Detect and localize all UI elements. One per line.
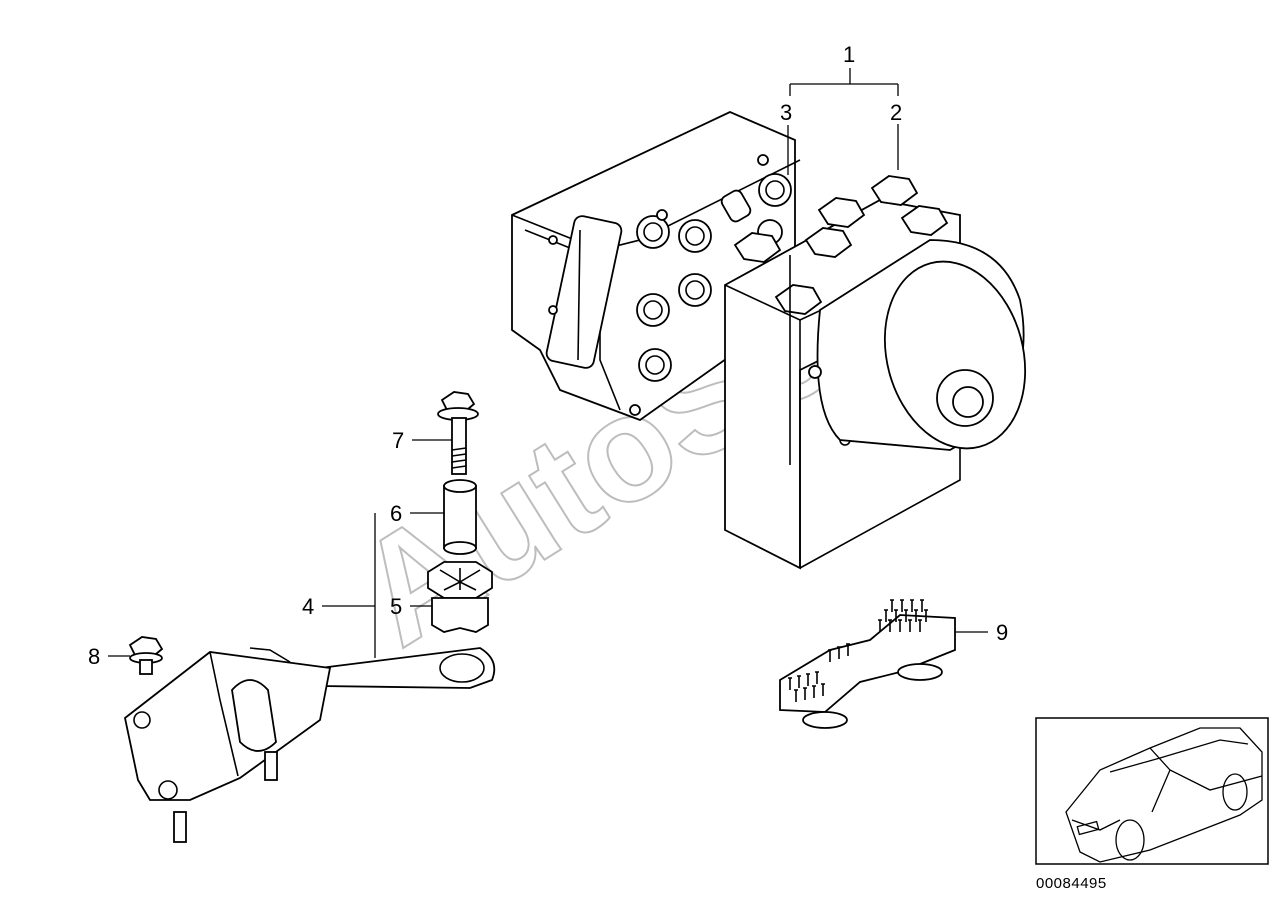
- abs-hydraulic-unit: [511, 111, 1027, 570]
- connector-pin: [797, 675, 801, 688]
- callout-6: 6: [390, 501, 402, 526]
- connector-pin: [908, 619, 912, 632]
- reference-number: 00084495: [1036, 875, 1107, 892]
- connector-pin: [884, 609, 888, 622]
- bracket: [124, 647, 496, 843]
- connector-pin: [821, 683, 825, 696]
- callout-3: 3: [780, 100, 792, 125]
- vehicle-locator-thumbnail: [1035, 717, 1269, 865]
- connector-pin: [894, 609, 898, 622]
- callout-4: 4: [302, 594, 314, 619]
- car-silhouette-icon: [1065, 727, 1263, 863]
- connector-pin: [904, 609, 908, 622]
- connector-pin: [794, 689, 798, 702]
- bolt: [437, 391, 479, 475]
- connector-pin: [924, 609, 928, 622]
- connector-pin: [914, 609, 918, 622]
- connector-pin: [812, 685, 816, 698]
- connector-pins: [788, 599, 928, 702]
- connector-pin: [898, 619, 902, 632]
- connector-pin: [878, 619, 882, 632]
- callout-8: 8: [88, 644, 100, 669]
- hex-plug-group: [733, 175, 949, 315]
- callout-2: 2: [890, 100, 902, 125]
- connector-pin: [890, 599, 894, 612]
- leader-1: [789, 68, 899, 96]
- connector-pin: [900, 599, 904, 612]
- connector-pin: [888, 619, 892, 632]
- connector-pin: [815, 671, 819, 684]
- sleeve: [443, 479, 477, 555]
- callout-7: 7: [392, 428, 404, 453]
- connector-pin: [828, 649, 832, 662]
- screw: [128, 636, 164, 675]
- connector-pin: [806, 673, 810, 686]
- leader-6: [374, 512, 444, 658]
- connector-plate: [779, 599, 956, 729]
- rubber-mount: [427, 561, 493, 633]
- connector-pin: [837, 646, 841, 659]
- callout-5: 5: [390, 594, 402, 619]
- connector-pin: [910, 599, 914, 612]
- connector-pin: [788, 677, 792, 690]
- connector-pin: [803, 687, 807, 700]
- callout-9: 9: [996, 620, 1008, 645]
- connector-pin: [846, 643, 850, 656]
- callout-1: 1: [843, 42, 855, 67]
- connector-pin: [918, 619, 922, 632]
- connector-pin: [920, 599, 924, 612]
